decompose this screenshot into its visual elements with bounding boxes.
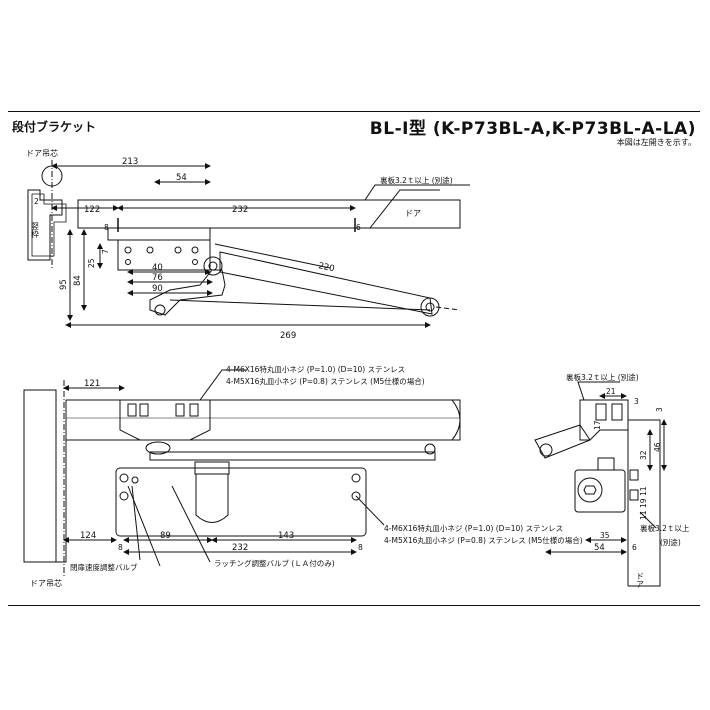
svg-text:46: 46 (653, 442, 662, 452)
svg-text:19: 19 (639, 498, 648, 508)
drawing-frame (8, 111, 700, 606)
svg-text:8: 8 (104, 223, 109, 232)
front-door-axis-label: ドア吊芯 (30, 578, 62, 588)
side-closer-end (577, 477, 603, 503)
svg-text:32: 32 (639, 450, 648, 460)
svg-text:11: 11 (639, 510, 648, 520)
svg-text:6: 6 (356, 223, 361, 232)
screws-bottom-line1: 4-M6X16特丸皿小ネジ (P=1.0) (D=10) ステンレス (384, 523, 563, 533)
svg-text:54: 54 (594, 543, 605, 553)
top-backing-leader (364, 184, 470, 201)
top-bracket-holes (124, 246, 199, 265)
svg-text:121: 121 (84, 379, 100, 389)
svg-text:76: 76 (152, 273, 163, 283)
svg-text:3: 3 (634, 397, 639, 406)
svg-text:6: 6 (632, 543, 637, 552)
svg-text:220: 220 (317, 261, 335, 274)
top-door-body (77, 199, 461, 229)
svg-text:95: 95 (59, 279, 69, 290)
top-frame-profile (27, 189, 63, 261)
svg-text:124: 124 (80, 531, 96, 541)
top-bracket-body (117, 239, 211, 271)
top-door-axis-label: ドア吊芯 (26, 148, 58, 158)
top-backing-plate-label: 裏板3.2ｔ以上 (別途) (380, 175, 453, 185)
front-view: ドア吊芯 4-M6X16特丸皿小ネジ (23, 364, 583, 588)
top-dimensions: 213 54 122 232 2 40 76 90 269 220 84 (34, 157, 431, 341)
front-door-rail (66, 399, 461, 441)
screws-bottom-line2: 4-M5X16丸皿小ネジ (P=0.8) ステンレス (M5仕様の場合) (384, 535, 583, 545)
svg-text:232: 232 (232, 205, 248, 215)
side-door-edge (628, 419, 661, 587)
latching-valve-label: ラッチング調整バルブ (ＬＡ付のみ) (214, 558, 335, 568)
top-door-leader (369, 189, 440, 229)
side-backing-plate-bottom-1: 裏板3.2ｔ以上 (640, 523, 690, 533)
side-view: ドア 裏板3.2ｔ以上 (別途) 裏板3.2ｔ以上 (別途) 21 (534, 372, 690, 588)
svg-text:90: 90 (152, 284, 163, 294)
front-bracket-screws (127, 403, 199, 417)
top-main-arm-pivot (203, 256, 223, 276)
front-bracket (119, 399, 211, 441)
front-dimensions: 121 124 89 143 232 8 8 (63, 379, 363, 555)
svg-text:11: 11 (639, 486, 648, 496)
side-backing-plate-bottom-2: (別途) (660, 537, 681, 547)
side-arm (534, 424, 591, 459)
side-dimensions: 21 3 3 17 32 46 11 19 11 35 54 6 (545, 387, 667, 555)
side-bracket (579, 399, 629, 441)
svg-text:7: 7 (101, 249, 110, 254)
svg-text:54: 54 (176, 173, 187, 183)
svg-text:8: 8 (118, 543, 123, 552)
screws-top-line1: 4-M6X16特丸皿小ネジ (P=1.0) (D=10) ステンレス (226, 364, 405, 374)
front-closer-piston (195, 474, 229, 523)
svg-text:2: 2 (34, 197, 39, 206)
section-title: 段付ブラケット (12, 120, 97, 134)
svg-text:17: 17 (593, 420, 602, 430)
svg-text:269: 269 (280, 331, 296, 341)
front-screw-leader-top (199, 369, 246, 401)
svg-text:213: 213 (122, 157, 138, 167)
side-closer-body (574, 469, 626, 513)
svg-text:21: 21 (606, 387, 616, 396)
svg-text:3: 3 (655, 407, 664, 412)
front-closer-body (115, 467, 367, 537)
svg-text:122: 122 (84, 205, 100, 215)
front-closer-screws (119, 473, 361, 501)
frame-label: 竪枠 (31, 222, 40, 239)
front-jamb (23, 389, 57, 563)
svg-text:35: 35 (600, 531, 610, 540)
screws-top-line2: 4-M5X16丸皿小ネジ (P=0.8) ステンレス (M5仕様の場合) (226, 376, 425, 386)
svg-text:84: 84 (73, 275, 83, 286)
svg-text:8: 8 (358, 543, 363, 552)
top-forearm (169, 299, 431, 311)
top-door-label: ドア (405, 209, 421, 218)
front-arm (149, 451, 436, 461)
top-view: ドア吊芯 竪枠 ドア 裏板3.2ｔ以上 (別途) (26, 148, 470, 341)
top-closer-base (149, 269, 226, 316)
orientation-note: 本図は左開きを示す。 (616, 138, 696, 147)
top-closer-pivot (154, 304, 166, 316)
top-bracket-plate (107, 227, 211, 241)
top-frame-inner (31, 193, 67, 257)
svg-text:40: 40 (152, 263, 163, 273)
svg-text:232: 232 (232, 543, 248, 553)
svg-text:89: 89 (160, 531, 171, 541)
side-backing-plate-top: 裏板3.2ｔ以上 (別途) (566, 372, 639, 382)
model-title: BL-Ⅰ型 (K-P73BL-A,K-P73BL-A-LA) (369, 119, 696, 139)
svg-text:143: 143 (278, 531, 294, 541)
svg-text:25: 25 (87, 258, 96, 268)
closing-speed-valve-label: 閉扉速度調整バルブ (70, 562, 138, 572)
side-door-label: ドア (636, 572, 645, 588)
top-main-arm (219, 251, 433, 315)
front-screw-leader-bottom (355, 495, 385, 526)
